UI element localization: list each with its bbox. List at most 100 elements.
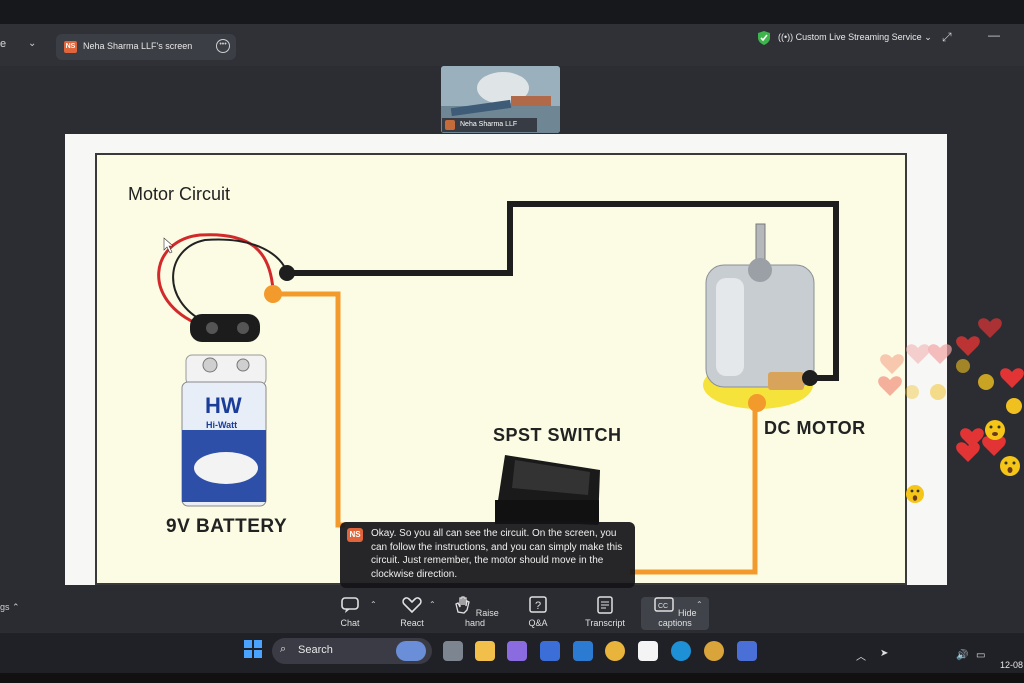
store-icon[interactable] — [540, 641, 560, 661]
transcript-icon — [597, 596, 613, 614]
battery-icon[interactable]: ▭ — [976, 650, 986, 661]
react-label: React — [400, 618, 424, 628]
participant-name-label: Neha Sharma LLF — [442, 118, 537, 132]
battery-brand-text: Hi-Watt — [206, 420, 237, 430]
black-wire — [287, 201, 839, 381]
chrome-icon[interactable] — [605, 641, 625, 661]
thumbs-up-icon — [930, 384, 946, 400]
taskbar-clock[interactable]: 12-08 — [1000, 660, 1024, 670]
caption-text: Okay. So you all can see the circuit. On… — [371, 528, 623, 580]
expand-icon[interactable]: ⤢ — [942, 30, 952, 44]
task-view-icon[interactable] — [443, 641, 463, 661]
motor-label: DC MOTOR — [764, 418, 866, 438]
chat-label: Chat — [340, 618, 360, 628]
transcript-button[interactable]: Transcript — [582, 596, 628, 628]
heart-icon — [960, 428, 984, 448]
presenter-avatar: NS — [64, 41, 77, 53]
thumbs-up-icon — [905, 385, 919, 399]
qa-button[interactable]: ? Q&A — [523, 596, 553, 628]
battery-label: 9V BATTERY — [166, 516, 288, 537]
heart-icon — [880, 354, 904, 374]
heart-icon — [906, 344, 930, 364]
react-button[interactable]: React — [396, 596, 428, 628]
chat-icon — [341, 597, 359, 613]
heart-outline-icon — [402, 597, 422, 614]
chat-caret-icon[interactable]: ⌃ — [370, 600, 377, 609]
streaming-status[interactable]: ((•)) Custom Live Streaming Service ⌄ — [778, 32, 932, 43]
participant-avatar — [445, 120, 455, 130]
svg-text:CC: CC — [658, 603, 668, 610]
more-options-icon[interactable]: ••• — [216, 39, 230, 53]
hide-captions-label: Hide captions — [658, 608, 697, 628]
battery-black-lead — [172, 238, 288, 323]
raise-hand-button[interactable]: Raise hand — [450, 596, 500, 628]
motor-orange-junction — [748, 394, 766, 412]
heart-icon — [956, 442, 980, 462]
hide-captions-button-bg[interactable] — [641, 597, 709, 630]
slide-title: Motor Circuit — [128, 184, 231, 204]
motor-highlight — [716, 278, 744, 376]
outlook-icon[interactable] — [573, 641, 593, 661]
svg-text:?: ? — [535, 600, 541, 612]
battery-black-junction — [279, 265, 295, 281]
screen-share-title: Neha Sharma LLF's screen — [83, 41, 193, 51]
meeting-toolbar — [0, 590, 1024, 632]
thumbs-up-icon — [978, 374, 994, 390]
battery-red-lead — [157, 233, 275, 327]
motor-hub — [748, 258, 772, 282]
closed-captions-icon: CC — [654, 597, 675, 612]
qa-label: Q&A — [528, 618, 548, 628]
broadcast-icon: ((•)) — [778, 32, 796, 42]
switch-base — [495, 500, 599, 524]
motor-terminal — [768, 372, 804, 390]
raise-hand-icon — [455, 596, 470, 614]
motor-black-junction — [802, 370, 818, 386]
chevron-down-icon[interactable]: ⌄ — [28, 38, 37, 49]
toolbar-left-label: gs — [0, 602, 10, 612]
caption-speaker-avatar: NS — [347, 528, 363, 542]
thumbs-up-icon — [1006, 398, 1022, 414]
thumbs-up-icon — [956, 359, 970, 373]
previous-tab[interactable]: e ⌄ — [0, 38, 36, 50]
chrome-profile-icon[interactable] — [704, 641, 724, 661]
heart-icon — [878, 376, 902, 396]
meeting-app-icon[interactable] — [737, 641, 757, 661]
battery-terminal-left — [202, 357, 218, 373]
tray-chevron-icon[interactable]: ︿ — [856, 652, 866, 663]
toolbar-left-item[interactable]: gs ⌃ — [0, 602, 20, 612]
monitor-bezel — [0, 0, 1024, 24]
previous-tab-label: e — [0, 38, 7, 50]
heart-icon — [928, 344, 952, 364]
heart-icon — [956, 336, 980, 356]
screen-share-tab[interactable]: NS Neha Sharma LLF's screen ••• — [56, 34, 236, 60]
windows-start-icon[interactable] — [244, 640, 262, 658]
streaming-label: Custom Live Streaming Service — [795, 32, 922, 42]
live-caption-box: NS Okay. So you all can see the circuit.… — [340, 522, 635, 588]
smile-emoji-icon — [985, 420, 1005, 440]
transcript-label: Transcript — [585, 618, 625, 628]
search-label: Search — [298, 644, 333, 656]
captions-caret-icon[interactable]: ⌃ — [696, 600, 703, 609]
raise-hand-label: Raise hand — [464, 608, 499, 628]
copilot-icon[interactable] — [507, 641, 527, 661]
question-icon: ? — [529, 596, 547, 613]
surprised-emoji-icon — [1000, 456, 1020, 476]
edge-icon[interactable] — [671, 641, 691, 661]
hide-captions-button[interactable]: CC Hide captions — [645, 596, 705, 628]
minimize-icon[interactable]: — — [988, 28, 1000, 42]
heart-icon — [1000, 368, 1024, 388]
amazon-icon[interactable] — [638, 641, 658, 661]
orange-wire-motor — [630, 403, 758, 575]
heart-icon — [978, 318, 1002, 338]
location-icon[interactable]: ➤ — [880, 648, 889, 659]
mouse-cursor-icon — [163, 237, 174, 254]
chat-button[interactable]: Chat — [334, 596, 366, 628]
chevron-down-icon: ⌄ — [921, 32, 932, 42]
volume-icon[interactable]: 🔊 — [956, 650, 969, 661]
react-caret-icon[interactable]: ⌃ — [429, 600, 436, 609]
file-explorer-icon[interactable] — [475, 641, 495, 661]
switch-label: SPST SWITCH — [493, 425, 622, 445]
